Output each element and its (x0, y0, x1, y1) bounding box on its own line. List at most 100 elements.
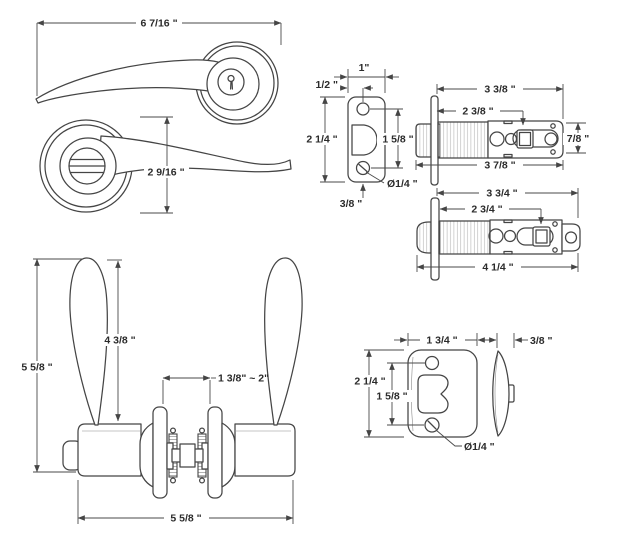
dim-label-overall: 4 1/4 " (482, 262, 513, 274)
label-mask (456, 105, 500, 117)
assembly-front-view: 5 5/8 " 4 3/8 " 1 3/8" ~ 2" 5 5/8 " (15, 257, 303, 525)
screw (198, 477, 206, 484)
left-lever-blade (69, 257, 108, 426)
dim-label-body: 3 3/8 " (484, 84, 515, 96)
rivet (552, 221, 558, 227)
dim-label-bolt-height: 7/8 " (567, 133, 590, 145)
label-mask (371, 390, 413, 402)
dim-label-width: 1 3/4 " (426, 335, 457, 347)
screw (198, 427, 206, 434)
latch-long-view: 3 3/4 " 2 3/4 " 4 1/4 " (416, 187, 581, 281)
label-mask (15, 361, 60, 373)
dim-label-overall-width: 5 5/8 " (170, 513, 201, 525)
dim-label-spacing: 1 5/8 " (382, 134, 413, 146)
latch-short-view: 3 3/8 " 2 3/8 " 3 7/8 " 7/8 " (415, 83, 593, 186)
dim-label-height: 2 1/4 " (354, 376, 385, 388)
dim-label-door-thickness: 1 3/8" ~ 2" (218, 373, 269, 385)
right-mount-plate (207, 406, 223, 499)
screw-slot (427, 420, 437, 430)
label-mask (144, 166, 189, 178)
label-mask (465, 203, 509, 215)
dim-label-offset: 1/2 " (316, 79, 339, 91)
spindle-hub-square (535, 229, 548, 244)
dim-label-length: 6 7/16 " (140, 18, 177, 30)
leader-line (435, 429, 462, 447)
rivet (552, 247, 558, 253)
dim-label-lever-height: 4 3/8 " (104, 335, 135, 347)
dim-label-lip: 3/8 " (530, 335, 553, 347)
lever-top-view: 6 7/16 " (35, 17, 282, 125)
label-mask (136, 17, 182, 29)
left-rose-cone (139, 422, 154, 488)
dim-label-backset: 2 3/4 " (471, 204, 502, 216)
latch-tube (437, 121, 489, 159)
label-mask (477, 159, 523, 171)
dim-label-backset: 2 3/8 " (462, 106, 493, 118)
edge-tab (503, 250, 513, 255)
label-mask (164, 512, 209, 524)
screw (169, 427, 177, 434)
lever-front-view: 2 9/16 " (39, 116, 292, 214)
side-contour-line (494, 353, 499, 434)
latch-end-cap (561, 223, 581, 252)
edge-tab (503, 219, 513, 224)
screw-hole-top (356, 102, 370, 116)
leader-line (365, 171, 385, 184)
right-arm (234, 423, 296, 477)
body-hole (489, 131, 505, 147)
screw-hole-bottom (424, 417, 440, 433)
dim-label-width: 1" (359, 62, 370, 74)
spindle-hub (179, 443, 196, 468)
left-arm (77, 423, 142, 477)
dim-label-overall-height: 5 5/8 " (21, 362, 52, 374)
edge-tab (503, 153, 513, 158)
spindle-hub (516, 129, 534, 149)
label-mask (420, 334, 465, 346)
keyhole-slot (229, 80, 234, 90)
label-mask (475, 261, 521, 273)
latch-body (489, 219, 563, 255)
label-mask (348, 375, 392, 387)
spindle-hub (532, 226, 551, 247)
dim-label-bottom: 3/8 " (340, 198, 363, 210)
latch-faceplate-view: 1" 1/2 " 2 1/4 " 1 5/8 " 3/8 " Ø1/4 " (301, 62, 419, 210)
latch-flange (430, 197, 440, 281)
label-mask (479, 187, 525, 199)
dim-label-overall: 3 7/8 " (484, 160, 515, 172)
body-hole (544, 132, 558, 146)
rivet (550, 123, 556, 129)
label-mask (301, 133, 345, 145)
label-mask (377, 133, 419, 145)
screw (169, 477, 177, 484)
body-hole (488, 228, 504, 244)
dim-label-spacing: 1 5/8 " (376, 391, 407, 403)
spindle-hub-square (518, 131, 532, 147)
screw-hole-top (424, 355, 440, 371)
body-slot (512, 129, 559, 148)
dim-label-diameter: Ø1/4 " (387, 178, 418, 190)
chassis-center (166, 427, 209, 484)
right-lever-blade (264, 257, 303, 426)
strike-plate-view: 1 3/4 " 3/8 " 2 1/4 " 1 5/8 " Ø1/4 " (348, 333, 553, 453)
strike-side-profile (492, 350, 510, 437)
latch-tube (438, 220, 491, 255)
dim-label-diameter: Ø1/4 " (464, 441, 495, 453)
label-mask (98, 334, 142, 346)
screw-slot (358, 163, 368, 173)
dim-label-height: 2 9/16 " (147, 167, 184, 179)
cap-hole (564, 231, 578, 244)
label-mask (563, 133, 593, 145)
screw-hole-bottom (355, 160, 371, 176)
rivet (550, 149, 556, 155)
thumbturn-slot (68, 158, 106, 174)
right-rose-cone (221, 422, 236, 488)
left-mount-plate (152, 406, 168, 499)
edge-tab (503, 120, 513, 125)
latch-flange (430, 95, 439, 186)
dim-label-height: 2 1/4 " (306, 134, 337, 146)
latch-cutout (417, 374, 449, 414)
label-mask (477, 83, 523, 95)
body-hole (503, 229, 517, 243)
